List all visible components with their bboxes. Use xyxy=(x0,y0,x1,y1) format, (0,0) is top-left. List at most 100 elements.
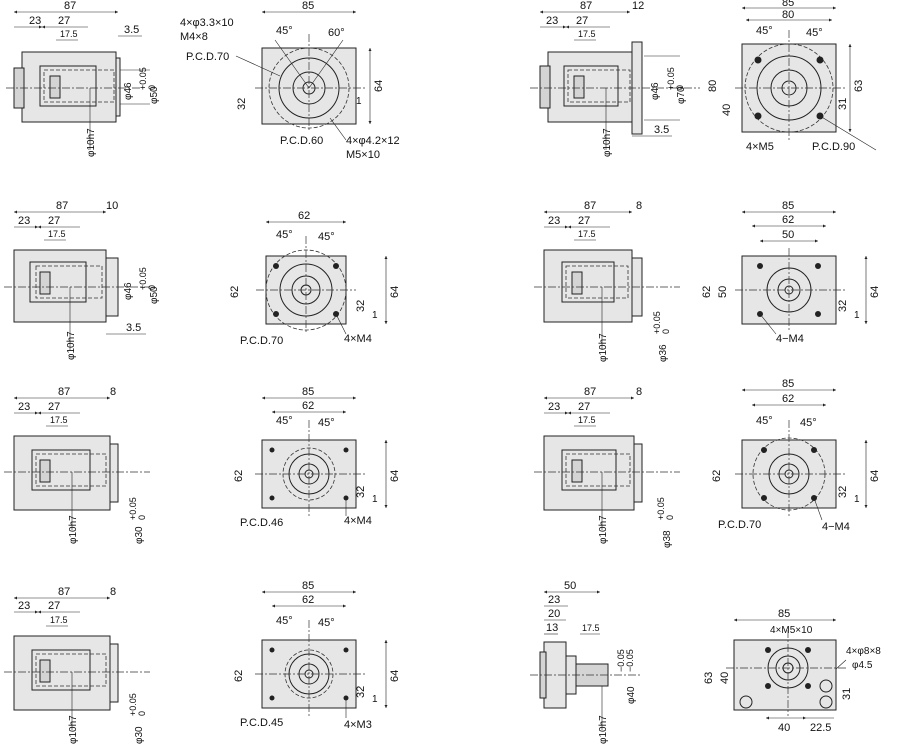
dim-h-left: 62 xyxy=(233,670,245,682)
dim-h-low: 32 xyxy=(355,686,367,698)
tol: +0.050 xyxy=(128,693,147,716)
side-view-5: 87 8 23 27 17.5 φ30 +0.050 φ10h7 xyxy=(4,386,150,544)
note-a: 4−M4 xyxy=(822,521,850,533)
dim-off: 1 xyxy=(372,694,378,705)
dim-h-in: 40 xyxy=(719,672,731,684)
dim-b: 27 xyxy=(576,15,588,27)
tol: +0.050 xyxy=(652,311,671,334)
dim-off: 1 xyxy=(854,494,860,505)
dim-a: 23 xyxy=(546,15,558,27)
block-6: 87 8 23 27 17.5 φ38 +0.050 φ10h7 85 62 xyxy=(534,378,881,548)
dim-width: 85 xyxy=(302,0,314,12)
ang-b: 45° xyxy=(800,417,817,429)
dim-off: 1 xyxy=(372,494,378,505)
ang-b: 45° xyxy=(318,231,335,243)
dim-h-left: 62 xyxy=(233,470,245,482)
phi-shaft: φ10h7 xyxy=(602,128,613,157)
ang-b: 60° xyxy=(328,27,345,39)
phi-pilot: φ50 xyxy=(149,86,160,104)
dim-d: 17.5 xyxy=(582,623,600,633)
dim-flange: 8 xyxy=(110,586,116,598)
phi-boss: φ46 xyxy=(650,82,661,100)
dim-h: 64 xyxy=(373,80,385,92)
tol: −0.05−0.05 xyxy=(616,649,635,672)
dim-width-in: 62 xyxy=(782,393,794,405)
dim-h-left: 63 xyxy=(703,672,715,684)
dim-total: 87 xyxy=(58,386,70,398)
housing xyxy=(21,51,117,123)
dim-b: 27 xyxy=(578,215,590,227)
dim-h: 64 xyxy=(869,286,881,298)
phi-pilot: φ36 xyxy=(658,344,669,362)
side-view-3: 87 10 23 27 17.5 φ46 φ50 +0.050 3.5 φ10h… xyxy=(4,200,160,360)
pcd-a: P.C.D.70 xyxy=(240,335,283,347)
dim-a: 23 xyxy=(18,401,30,413)
phi-pilot: φ38 xyxy=(662,530,673,548)
dim-total: 87 xyxy=(56,200,68,212)
dim-c: 17.5 xyxy=(50,615,68,625)
dim-h-low: 32 xyxy=(355,300,367,312)
block-7: 87 8 23 27 17.5 φ30 +0.050 φ10h7 85 62 xyxy=(4,580,401,744)
phi-pilot: φ30 xyxy=(134,726,145,744)
dim-width-in: 80 xyxy=(782,9,794,21)
pcd-a: P.C.D.90 xyxy=(812,141,855,153)
note-d: M5×10 xyxy=(346,149,380,161)
dim-b: 27 xyxy=(48,600,60,612)
note-c: 4×φ4.2×12 xyxy=(346,135,400,147)
dim-flange: 12 xyxy=(632,0,644,12)
ang-a: 45° xyxy=(276,229,293,241)
dim-flange: 10 xyxy=(106,200,118,212)
side-view-8: 50 23 20 13 17.5 φ40 −0.05−0.05 φ10h7 xyxy=(530,580,640,744)
dim-c: 17.5 xyxy=(60,29,78,39)
side-view-4: 87 8 23 27 17.5 φ36 +0.050 φ10h7 xyxy=(534,200,680,362)
side-view-7: 87 8 23 27 17.5 φ30 +0.050 φ10h7 xyxy=(4,586,150,744)
note-c: φ4.5 xyxy=(852,660,873,671)
phi-pilot: φ30 xyxy=(134,526,145,544)
dim-a: 23 xyxy=(18,600,30,612)
dim-total: 50 xyxy=(564,580,576,592)
pcd-a: P.C.D.45 xyxy=(240,717,283,729)
dim-w-a: 40 xyxy=(778,722,790,734)
dim-h: 80 xyxy=(707,80,719,92)
dim-c: 17.5 xyxy=(48,229,66,239)
dim-h3: 31 xyxy=(837,98,849,110)
tol: +0.050 xyxy=(138,67,157,90)
front-view-7: 85 62 45° 45° 62 64 32 1 P.C.D.45 4×M3 xyxy=(233,580,401,731)
dim-total: 87 xyxy=(580,0,592,12)
note-a: 4×M4 xyxy=(344,515,372,527)
phi-pilot: φ40 xyxy=(626,686,637,704)
phi-shaft: φ10h7 xyxy=(598,715,609,744)
block-5: 87 8 23 27 17.5 φ30 +0.050 φ10h7 85 62 xyxy=(4,386,401,544)
dim-width: 85 xyxy=(302,386,314,398)
ang-a: 45° xyxy=(276,415,293,427)
dim-a: 23 xyxy=(548,594,560,606)
note-a: 4×M5×10 xyxy=(770,625,813,636)
note-a: 4×M4 xyxy=(344,333,372,345)
tol: +0.050 xyxy=(128,497,147,520)
dim-width: 62 xyxy=(298,210,310,222)
dim-h-left: 62 xyxy=(701,286,713,298)
dim-c: 17.5 xyxy=(578,229,596,239)
front-view-5: 85 62 45° 45° 62 64 32 1 P.C.D.46 4×M4 xyxy=(233,386,401,529)
note-a: 4×M3 xyxy=(344,719,372,731)
dim-h-in: 40 xyxy=(721,104,733,116)
dim-h: 64 xyxy=(389,670,401,682)
phi-shaft: φ10h7 xyxy=(86,128,97,157)
ang-b: 45° xyxy=(318,417,335,429)
dim-w-b: 22.5 xyxy=(810,722,831,734)
block-8: 50 23 20 13 17.5 φ40 −0.05−0.05 φ10h7 85… xyxy=(530,580,881,744)
dim-off: 1 xyxy=(372,310,378,321)
tol: +0.050 xyxy=(656,497,675,520)
phi-shaft: φ10h7 xyxy=(66,331,77,360)
dim-b: 27 xyxy=(48,401,60,413)
pcd-a: P.C.D.70 xyxy=(718,519,761,531)
ang-a: 45° xyxy=(276,615,293,627)
note-b: 4×φ8×8 xyxy=(846,646,881,657)
dim-h-low: 32 xyxy=(236,98,248,110)
front-view-1: 85 45° 60° 4×φ3.3×10 M4×8 P.C.D.70 64 32… xyxy=(180,0,400,161)
front-view-6: 85 62 45° 45° 62 64 32 1 P.C.D.70 4−M4 xyxy=(711,378,881,533)
ang-a: 45° xyxy=(756,25,773,37)
dim-b: 27 xyxy=(578,401,590,413)
pcd-a: P.C.D.46 xyxy=(240,517,283,529)
